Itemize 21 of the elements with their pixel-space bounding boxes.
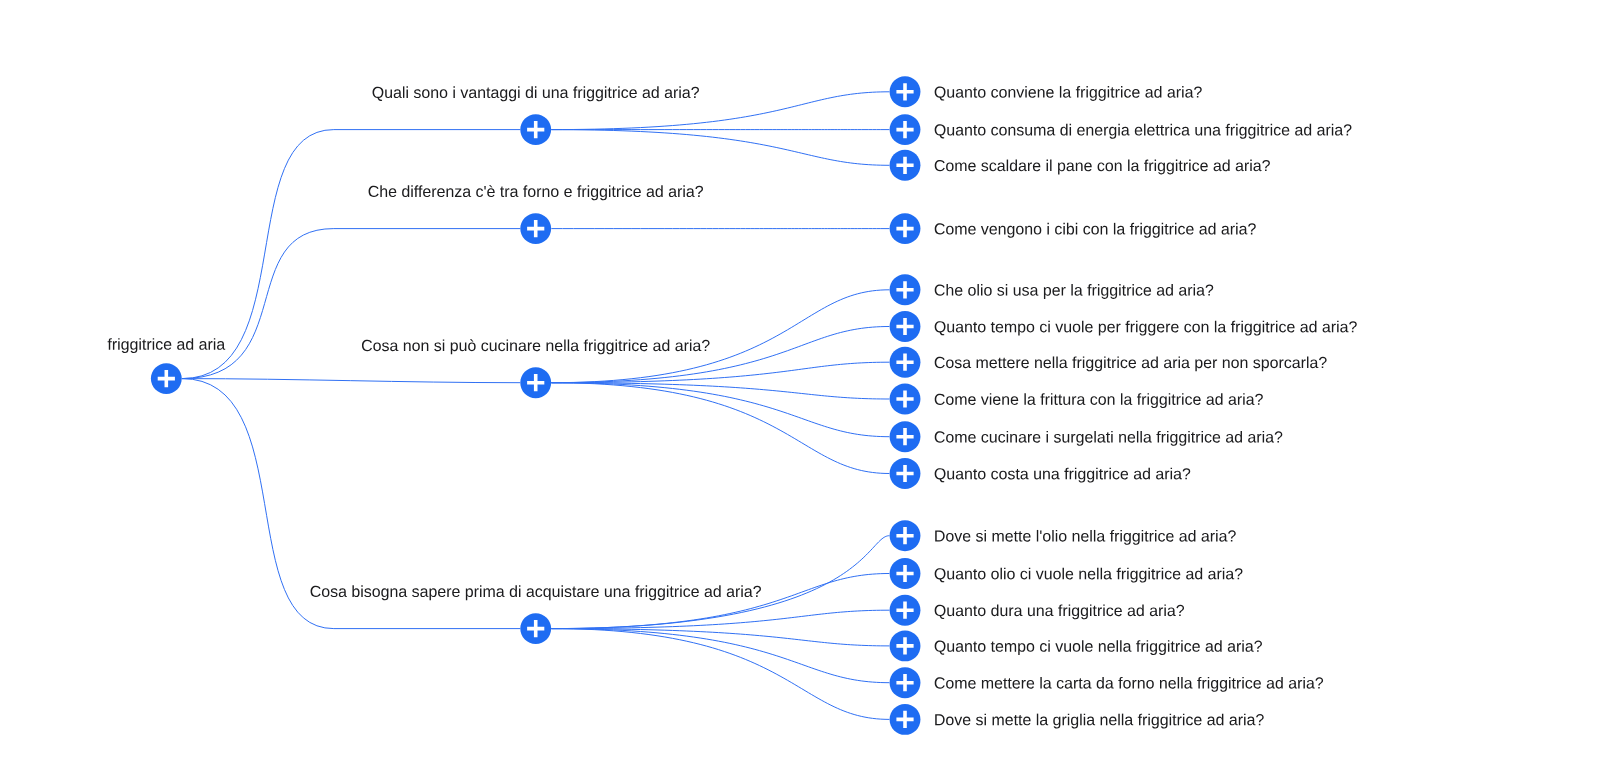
- node-label: friggitrice ad aria: [107, 338, 226, 353]
- node-label: Cosa mettere nella friggitrice ad aria per non sporcarla?: [934, 356, 1327, 372]
- node-label: Quanto consuma di energia elettrica una friggitrice ad aria?: [934, 123, 1352, 139]
- node-label: Cosa bisogna sapere prima di acquistare una friggitrice ad aria?: [310, 585, 761, 601]
- node-label: Che differenza c'è tra forno e friggitrice ad aria?: [368, 185, 703, 201]
- node-label: Quanto tempo ci vuole nella friggitrice ad aria?: [934, 640, 1262, 655]
- node-label: Quali sono i vantaggi di una friggitrice ad aria?: [372, 86, 699, 102]
- node-label: Quanto dura una friggitrice ad aria?: [934, 604, 1185, 620]
- node-label: Come scaldare il pane con la friggitrice ad aria?: [934, 159, 1270, 175]
- node-label: Quanto costa una friggitrice ad aria?: [934, 467, 1191, 483]
- node-label: Cosa non si può cucinare nella friggitrice ad aria?: [361, 339, 710, 355]
- node-label: Dove si mette l'olio nella friggitrice ad aria?: [935, 529, 1236, 545]
- node-label: Dove si mette la griglia nella friggitrice ad aria?: [935, 713, 1264, 729]
- node-label: Come cucinare i surgelati nella friggitrice ad aria?: [934, 430, 1283, 446]
- node-label: Come mettere la carta da forno nella friggitrice ad aria?: [934, 676, 1324, 692]
- node-label: Che olio si usa per la friggitrice ad aria?: [934, 284, 1214, 299]
- node-label: Quanto conviene la friggitrice ad aria?: [934, 86, 1202, 101]
- node-label: Come viene la frittura con la friggitrice ad aria?: [934, 393, 1263, 409]
- node-label: Come vengono i cibi con la friggitrice ad aria?: [934, 222, 1256, 238]
- node-label: Quanto olio ci vuole nella friggitrice ad aria?: [934, 567, 1243, 583]
- node-label: Quanto tempo ci vuole per friggere con la friggitrice ad aria?: [934, 320, 1357, 336]
